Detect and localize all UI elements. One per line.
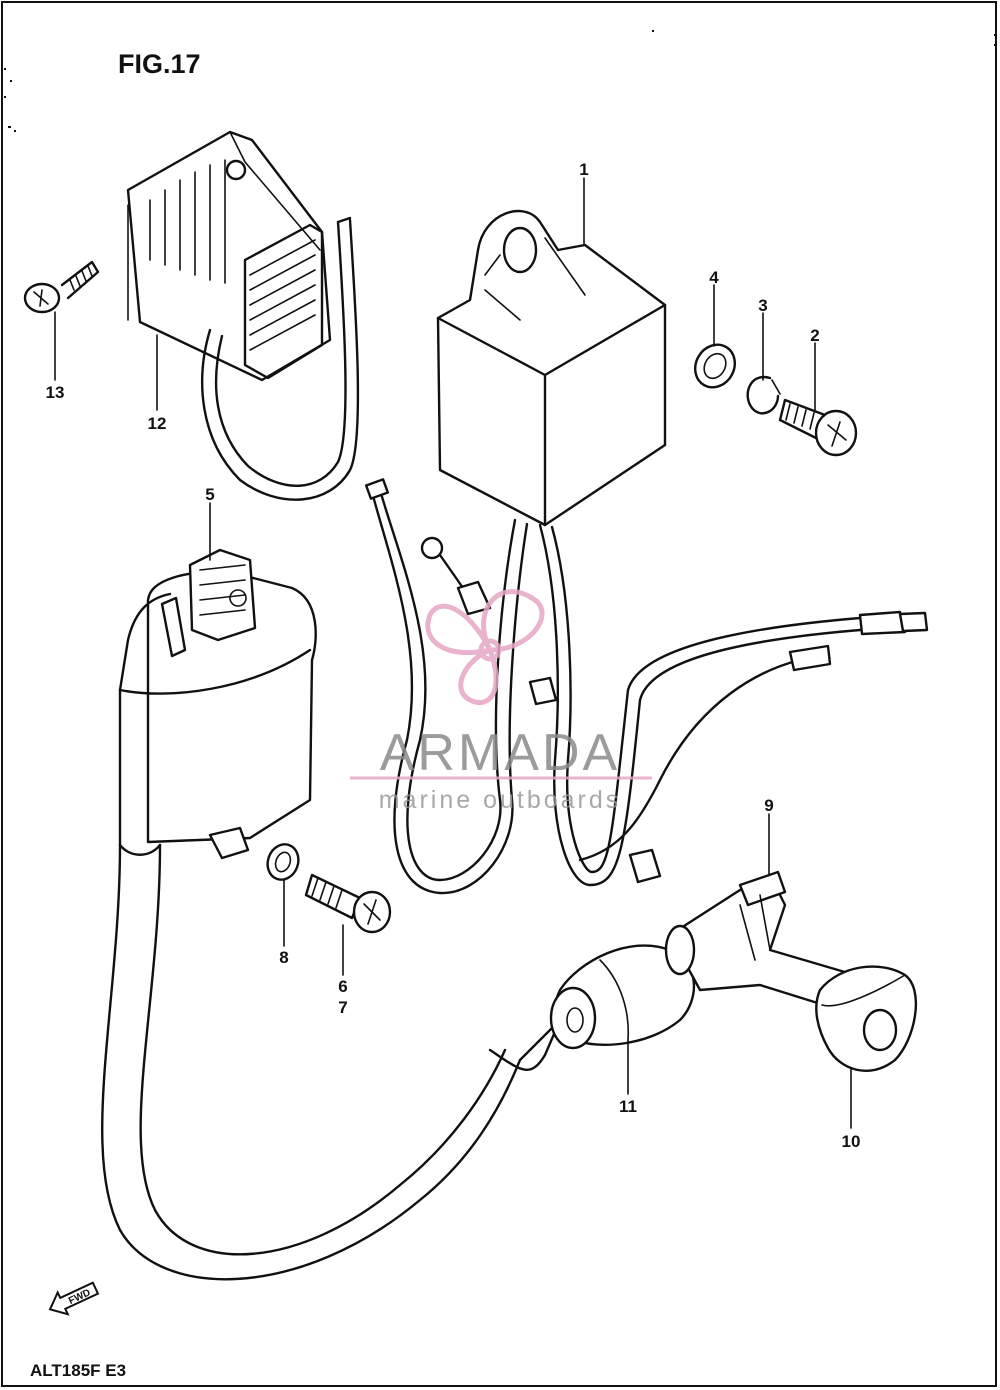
figure-title: FIG.17: [118, 49, 201, 79]
callout-6: 6: [338, 977, 347, 996]
part-6-7-bolt[interactable]: [304, 873, 392, 934]
part-3-lock-washer[interactable]: [746, 375, 781, 415]
leader-lines: [54, 177, 852, 1129]
propeller-logo-icon: [425, 589, 545, 705]
fwd-label: FWD: [67, 1287, 92, 1307]
callout-4: 4: [709, 268, 719, 287]
part-8-washer[interactable]: [263, 840, 304, 884]
callout-3: 3: [758, 296, 767, 315]
part-5-ignition-coil[interactable]: [101, 548, 582, 1281]
callout-13: 13: [46, 383, 65, 402]
callout-9: 9: [764, 796, 773, 815]
callout-7: 7: [338, 998, 347, 1017]
callout-11: 11: [619, 1097, 637, 1116]
part-11-cap-boot[interactable]: [549, 944, 695, 1050]
watermark-brand: ARMADA: [380, 724, 620, 782]
callout-2: 2: [810, 326, 819, 345]
callout-10: 10: [842, 1132, 861, 1151]
part-10-rubber-cap[interactable]: [815, 965, 918, 1072]
scan-speckles: [4, 30, 996, 132]
part-1-cdi-unit[interactable]: [364, 209, 929, 895]
armada-watermark: ARMADA marine outboards: [350, 589, 652, 814]
watermark-tagline: marine outboards: [379, 786, 622, 814]
callout-1: 1: [579, 160, 588, 179]
callout-8: 8: [279, 948, 288, 967]
drawing-code: ALT185F E3: [30, 1361, 126, 1380]
part-12-rectifier[interactable]: [126, 130, 360, 501]
part-2-bolt[interactable]: [778, 398, 858, 457]
part-13-screw[interactable]: [23, 260, 100, 314]
part-9-plug-cap[interactable]: [664, 870, 857, 1012]
part-4-washer[interactable]: [688, 337, 743, 394]
callout-5: 5: [205, 485, 214, 504]
callout-12: 12: [148, 414, 167, 433]
fwd-arrow-icon: FWD: [48, 1281, 100, 1316]
